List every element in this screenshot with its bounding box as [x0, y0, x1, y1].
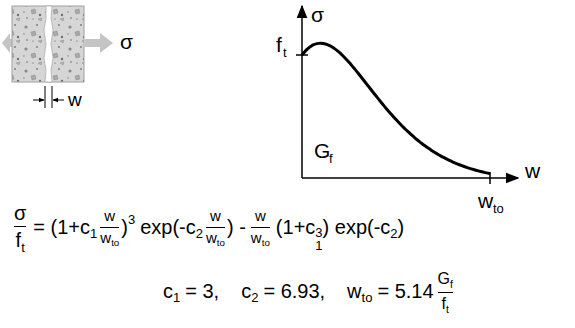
formula-text: G: [438, 270, 450, 287]
subscript: 2: [251, 290, 258, 305]
dimension-tick: [45, 86, 46, 108]
subscript: 2: [196, 226, 203, 241]
fraction-bar: [251, 227, 270, 228]
formula-text: w: [255, 207, 266, 224]
fraction: wwto: [100, 208, 119, 249]
subscript: 1: [173, 290, 180, 305]
load-arrow: [2, 33, 13, 53]
denominator: wto: [100, 230, 119, 249]
numerator: w: [104, 208, 115, 225]
formula-text: exp(-c: [140, 216, 196, 238]
subscript: 2: [390, 226, 397, 241]
formula-text: = 5.14: [377, 280, 433, 302]
subscript: to: [217, 237, 225, 248]
subscript: to: [362, 290, 373, 305]
fraction: Gfft: [438, 270, 453, 315]
formula-text: = (1+c: [33, 216, 90, 238]
axis-value: w: [478, 190, 493, 211]
crack: [44, 6, 53, 82]
softening-curve: [302, 43, 490, 173]
energy-label: G: [314, 140, 330, 161]
subscript: 1: [315, 239, 322, 252]
formula-text: f: [442, 295, 446, 312]
formula-text: c: [241, 280, 251, 302]
formula-text: ): [398, 216, 405, 238]
axis-label: σ: [311, 4, 324, 25]
formula-line: σft= (1+c1wwto)3exp(-c2wwto) -wwto(1+c31…: [12, 202, 404, 255]
formula-text: (1+c: [276, 216, 315, 238]
formula-text: = 3,: [185, 280, 219, 302]
fraction-bar: [206, 227, 225, 228]
denominator: ft: [16, 229, 25, 255]
formula-text: ) exp(-c: [323, 216, 391, 238]
formula-text: w: [206, 229, 217, 246]
numerator: σ: [14, 202, 26, 224]
formula-text: w: [210, 207, 221, 224]
fraction: wwto: [251, 208, 270, 249]
subscript: 1: [90, 226, 97, 241]
crack-width-label: w: [68, 90, 82, 109]
x-axis: [302, 177, 518, 179]
formula-text: w: [104, 207, 115, 224]
formula-text: σ: [14, 202, 26, 224]
fraction-bar: [14, 226, 26, 227]
axis-label: w: [525, 160, 540, 181]
fraction-bar: [100, 227, 119, 228]
denominator: ft: [442, 295, 449, 315]
formula-text: f: [16, 229, 22, 251]
formula-line: c1= 3,c2= 6.93,wto= 5.14Gfft: [163, 270, 455, 315]
subscript: t: [21, 240, 25, 255]
subscript: f: [329, 152, 333, 165]
subscript: f: [450, 279, 453, 290]
fraction: wwto: [206, 208, 225, 249]
axis-value: f: [276, 34, 282, 55]
script-stack: 31: [315, 226, 322, 252]
fraction-bar: [438, 292, 453, 293]
numerator: w: [210, 208, 221, 225]
denominator: wto: [251, 230, 270, 249]
stress-label: σ: [120, 31, 133, 52]
formula-text: w: [100, 229, 111, 246]
formula-text: c: [163, 280, 173, 302]
fraction: σft: [14, 202, 26, 255]
formula-text: ): [121, 216, 128, 238]
denominator: wto: [206, 230, 225, 249]
concrete-specimen: [12, 6, 84, 82]
load-arrow: [85, 33, 113, 53]
subscript: to: [262, 237, 270, 248]
formula-text: = 6.93,: [263, 280, 325, 302]
y-axis: [301, 6, 303, 178]
dimension-tick: [52, 86, 53, 108]
numerator: w: [255, 208, 266, 225]
superscript: 3: [315, 226, 322, 239]
subscript: t: [283, 46, 287, 59]
subscript: to: [111, 237, 119, 248]
dimension-arrow: [53, 100, 64, 101]
numerator: Gf: [438, 270, 453, 290]
dimension-arrow: [33, 100, 44, 101]
formula-text: w: [251, 229, 262, 246]
subscript: to: [493, 202, 504, 215]
superscript: 3: [128, 212, 135, 227]
formula-text: w: [347, 280, 361, 302]
subscript: t: [446, 304, 449, 315]
formula-text: ) -: [227, 216, 246, 238]
